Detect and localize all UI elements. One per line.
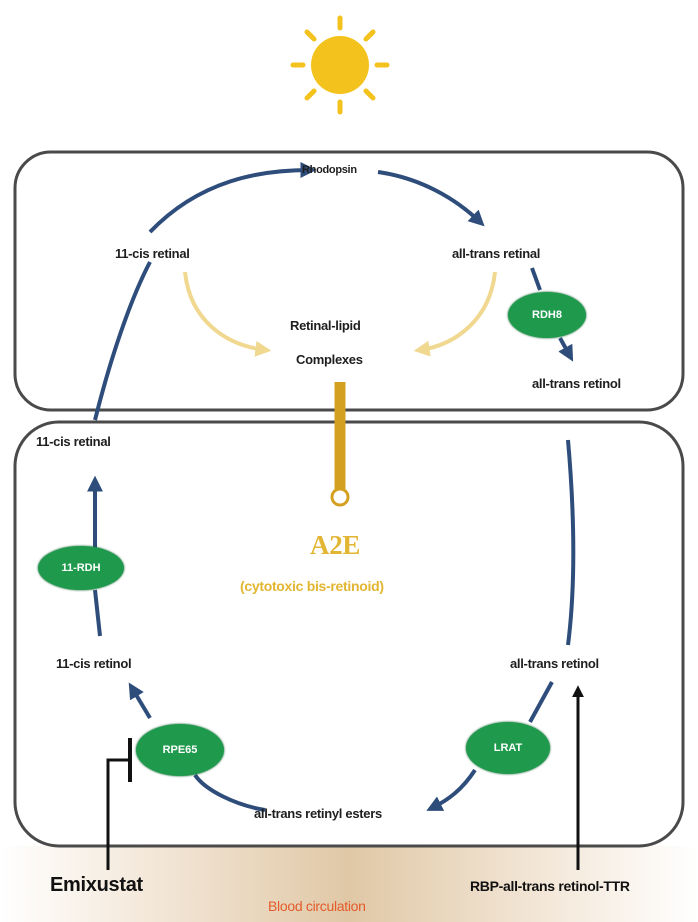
label-11-cis-retinal-top: 11-cis retinal <box>115 246 190 261</box>
arrow-rdh-to-retinol <box>558 337 574 362</box>
label-complex-line2: Complexes <box>296 352 363 367</box>
label-complex-line1: Retinal-lipid <box>290 318 361 333</box>
arrow-retinol-into-rpe <box>566 439 576 646</box>
enzyme-lrat: LRAT <box>466 722 550 774</box>
label-rbp-input: RBP-all-trans retinol-TTR <box>470 878 630 894</box>
label-rhodopsin: Rhodopsin <box>302 164 357 176</box>
arrow-rpe65-to-cis-retinol <box>128 682 152 720</box>
arrow-cis-retinol-to-rdh5 <box>93 589 102 637</box>
label-all-trans-retinol-top: all-trans retinol <box>532 376 621 391</box>
arrow-rhodopsin-to-trans <box>377 170 485 227</box>
label-all-trans-retinyl-esters: all-trans retinyl esters <box>254 806 382 821</box>
enzyme-11-rdh: 11-RDH <box>38 546 124 590</box>
a2e-arrow-head <box>330 487 350 507</box>
label-11-cis-retinal-rpe: 11-cis retinal <box>36 434 111 449</box>
arrow-cis-to-complex <box>183 271 272 357</box>
label-a2e-subtitle: (cytotoxic bis-retinoid) <box>240 578 384 594</box>
sun-icon <box>290 15 390 115</box>
arrow-trans-to-complex <box>413 271 497 357</box>
arrow-esters-to-rpe65 <box>193 773 266 812</box>
label-emixustat: Emixustat <box>50 874 143 896</box>
photoreceptor-box <box>13 150 685 412</box>
label-11-cis-retinol: 11-cis retinol <box>56 656 132 671</box>
arrow-lrat-to-esters <box>426 768 477 811</box>
emixustat-inhibition-line <box>106 758 130 870</box>
enzyme-rpe65: RPE65 <box>136 724 224 776</box>
arrow-trans-to-rdh <box>530 267 542 291</box>
rpe-box <box>13 420 685 848</box>
arrow-retinol-to-lrat <box>528 681 554 723</box>
label-all-trans-retinol-rpe: all-trans retinol <box>510 656 599 671</box>
blood-circulation-band <box>0 846 698 922</box>
label-all-trans-retinal: all-trans retinal <box>452 246 541 261</box>
enzyme-rdh8: RDH8 <box>508 292 586 338</box>
arrow-cis-to-rhodopsin <box>148 162 317 234</box>
label-blood-circulation: Blood circulation <box>268 898 366 914</box>
label-a2e: A2E <box>310 530 361 560</box>
arrow-rpe-to-photoreceptor <box>93 261 152 421</box>
